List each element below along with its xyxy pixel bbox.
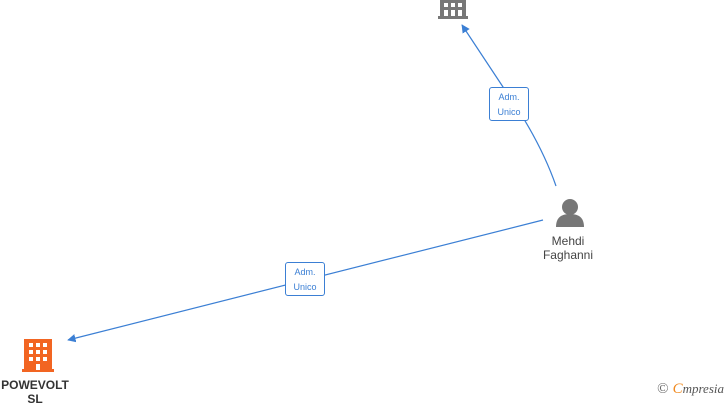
building-icon[interactable] xyxy=(438,0,468,19)
edge-label-role: Adm. xyxy=(294,267,316,277)
building-icon[interactable] xyxy=(22,339,54,372)
brand-initial: C xyxy=(672,381,683,397)
person-name[interactable]: Mehdi Faghanni xyxy=(542,234,594,262)
edge-label-role-detail: Unico xyxy=(293,282,317,292)
brand-logo: ©Cmpresia xyxy=(657,381,724,398)
person-icon[interactable] xyxy=(556,199,584,227)
edge-label-role-detail: Unico xyxy=(497,107,521,117)
edge-label-role: Adm. xyxy=(498,92,520,102)
edge-label-top-company[interactable]: Adm. Unico xyxy=(489,87,529,121)
company-name-powevolt[interactable]: POWEVOLT SL xyxy=(1,378,69,406)
brand-name: mpresia xyxy=(682,381,724,396)
edge-label-powevolt[interactable]: Adm. Unico xyxy=(285,262,325,296)
copyright-icon: © xyxy=(657,381,669,397)
